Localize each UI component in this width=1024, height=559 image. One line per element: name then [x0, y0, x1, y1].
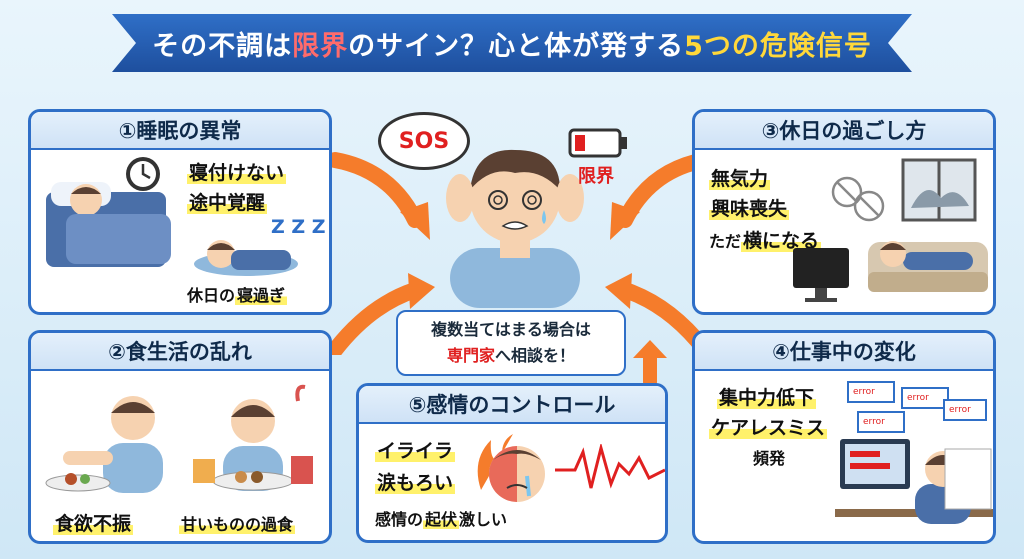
note-specialist: 専門家	[446, 346, 495, 365]
emotion-item-3-post: 激しい	[459, 510, 508, 529]
panel-sleep: ①睡眠の異常 寝付けない 途中覚醒 Z Z Z 休日の寝過ぎ	[28, 109, 332, 315]
panel-holiday-title: ③休日の過ごし方	[695, 112, 993, 150]
sleep-item-2: 途中覚醒	[187, 192, 268, 214]
panel-diet: ②食生活の乱れ 食欲不振 甘いものの過食	[28, 330, 332, 544]
error-popup-4: error	[857, 411, 905, 433]
arrow-1-icon	[330, 152, 430, 240]
emotion-item-1: イライラ	[375, 440, 456, 462]
stressed-person-icon	[446, 149, 584, 308]
title-part1: その不調は	[152, 30, 293, 62]
sleep-item-1: 寝付けない	[187, 162, 287, 184]
heartbeat-line-icon	[555, 444, 665, 489]
holiday-item-3: 横になる	[741, 230, 822, 252]
limit-label: 限界	[578, 166, 614, 187]
title-part2: 限界	[292, 30, 349, 62]
busy-desk-icon	[835, 439, 993, 524]
holiday-item-1: 無気力	[709, 168, 771, 190]
oversleeping-icon	[194, 240, 298, 276]
lying-on-sofa-icon	[868, 241, 988, 292]
zzz-label: Z Z Z	[271, 216, 326, 238]
title-part4: 5つの危険信号	[684, 30, 872, 62]
sos-bubble: SOS	[378, 112, 470, 170]
eating-sweets-icon	[193, 384, 313, 491]
panel-holiday: ③休日の過ごし方 無気力 興味喪失 ただ横になる	[692, 109, 996, 315]
sos-label: SOS	[398, 128, 450, 154]
work-item-3: 頻発	[753, 449, 786, 468]
work-item-1: 集中力低下	[717, 387, 817, 409]
panel-diet-title: ②食生活の乱れ	[31, 333, 329, 371]
consult-note: 複数当てはまる場合は 専門家へ相談を！	[396, 310, 626, 376]
holiday-item-2: 興味喪失	[709, 198, 790, 220]
error-popup-2: error	[901, 387, 949, 409]
sleep-item-3-pre: 休日の	[187, 286, 236, 305]
no-hobby-icon	[831, 176, 885, 222]
work-item-2: ケアレスミス	[709, 417, 828, 439]
clock-icon	[126, 157, 160, 191]
sleep-item-3: 寝過ぎ	[235, 286, 288, 305]
note-line1: 複数当てはまる場合は	[431, 320, 591, 339]
diet-item-1: 食欲不振	[53, 513, 134, 535]
tv-icon	[793, 248, 849, 302]
low-battery-icon	[568, 128, 627, 158]
arrow-2-icon	[330, 273, 435, 355]
panel-work-title: ④仕事中の変化	[695, 333, 993, 371]
note-line2: 専門家へ相談を！	[447, 343, 575, 369]
panel-emotion-title: ⑤感情のコントロール	[359, 386, 665, 424]
refusing-food-icon	[45, 396, 163, 493]
window-icon	[901, 158, 977, 222]
panel-sleep-title: ①睡眠の異常	[31, 112, 329, 150]
panel-emotion: ⑤感情のコントロール イライラ 涙もろい 感情の起伏激しい	[356, 383, 668, 543]
emotion-item-3: 起伏	[423, 510, 460, 529]
arrow-5-icon	[633, 340, 667, 385]
error-popup-3: error	[943, 399, 987, 421]
angry-crying-face-icon	[477, 434, 545, 502]
sleeping-bed-icon	[46, 182, 171, 267]
diet-item-2: 甘いものの過食	[179, 515, 296, 534]
note-line2-rest: へ相談を！	[495, 346, 576, 365]
emotion-item-2: 涙もろい	[375, 472, 456, 494]
emotion-item-3-pre: 感情の	[375, 510, 424, 529]
error-popup-1: error	[847, 381, 895, 403]
title-part3: のサイン？心と体が発する	[348, 30, 685, 62]
holiday-item-3-pre: ただ	[709, 232, 742, 251]
panel-work: ④仕事中の変化 集中力低下 ケアレスミス 頻発 error error erro…	[692, 330, 996, 544]
